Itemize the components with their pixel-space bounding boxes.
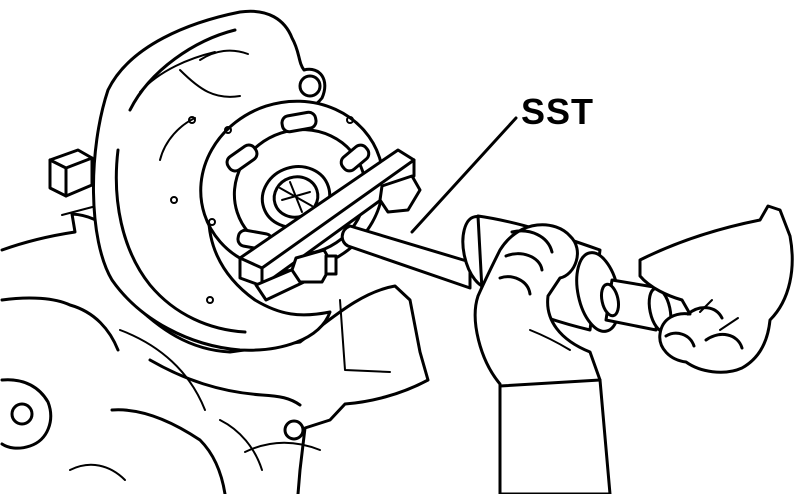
slide-hammer-shaft: [340, 224, 472, 290]
sst-leader-line: [410, 116, 518, 234]
puller-bar: [238, 148, 422, 302]
sst-label: SST: [521, 91, 595, 132]
left-hand: [473, 223, 612, 494]
right-hand: [638, 204, 794, 374]
knuckle-housing: [0, 148, 430, 494]
